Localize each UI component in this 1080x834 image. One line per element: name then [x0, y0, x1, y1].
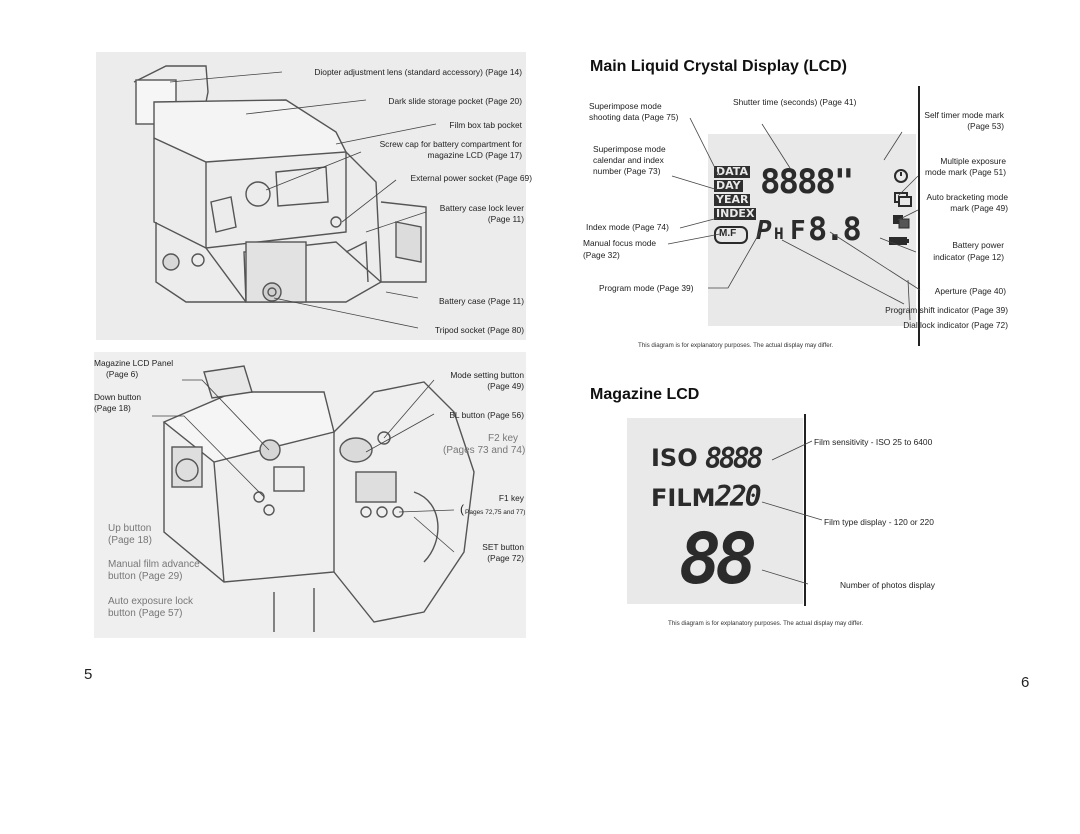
label-superimpose-shooting-2: shooting data (Page 75) [589, 112, 679, 122]
label-multiple-exposure-1: Multiple exposure [940, 156, 1006, 166]
label-shutter-time: Shutter time (seconds) (Page 41) [733, 97, 857, 107]
photo-label-up-button: Up button [108, 523, 152, 534]
label-f1-key: F1 key [498, 493, 524, 503]
lcd-shift-mark: H [774, 224, 784, 243]
photo-label-up-page: (Page 18) [108, 535, 152, 546]
photo-label-f2-key: F2 key [488, 433, 519, 444]
label-film-box-tab-pocket: Film box tab pocket [449, 120, 522, 130]
camera-top-drawing [133, 65, 427, 303]
lcd-tag-year: YEAR [714, 193, 751, 206]
magazine-iso-digits: 8888 [705, 442, 763, 475]
label-number-of-photos: Number of photos display [840, 580, 935, 590]
label-battery-power-1: Battery power [952, 240, 1004, 250]
magazine-iso-label: ISO [651, 444, 698, 472]
lcd-f-mark: F [790, 216, 806, 246]
label-battery-lock-lever-1: Battery case lock lever [439, 203, 524, 213]
label-screw-cap-1: Screw cap for battery compartment for [379, 139, 522, 149]
label-battery-power-2: indicator (Page 12) [933, 252, 1004, 262]
label-superimpose-cal-3: number (Page 73) [593, 166, 661, 176]
camera-top-leaders [169, 71, 437, 329]
main-lcd-note: This diagram is for explanatory purposes… [638, 342, 834, 349]
photo-label-manual-advance-page: button (Page 29) [108, 571, 183, 582]
photo-label-f2-pages: (Pages 73 and 74) [443, 445, 526, 456]
label-manual-focus-2: (Page 32) [583, 250, 620, 260]
label-set-button-2: (Page 72) [487, 553, 524, 563]
label-multiple-exposure-2: mode mark (Page 51) [925, 167, 1006, 177]
label-diopter-lens: Diopter adjustment lens (standard access… [314, 67, 522, 77]
battery-icon [889, 237, 909, 245]
label-f1-key-paren: ( [460, 502, 464, 516]
magazine-lcd-note: This diagram is for explanatory purposes… [668, 620, 864, 627]
lcd-program-mark: P [756, 216, 772, 246]
label-battery-lock-lever-2: (Page 11) [487, 214, 524, 224]
page-number-left: 5 [84, 666, 93, 683]
lcd-tag-data: DATA [714, 165, 750, 178]
self-timer-icon [894, 169, 908, 183]
label-tripod-socket: Tripod socket (Page 80) [434, 325, 524, 335]
label-index-mode: Index mode (Page 74) [586, 222, 669, 232]
label-down-button-2: (Page 18) [94, 403, 131, 413]
magazine-count-digits: 88 [679, 518, 757, 600]
photo-label-ae-lock-page: button (Page 57) [108, 608, 183, 619]
label-mode-setting-button-2: (Page 49) [487, 381, 524, 391]
label-superimpose-cal-2: calendar and index [593, 155, 664, 165]
label-set-button-1: SET button [482, 542, 524, 552]
label-program-mode: Program mode (Page 39) [599, 283, 694, 293]
label-film-type: Film type display - 120 or 220 [824, 517, 934, 527]
label-magazine-lcd-panel-2: (Page 6) [106, 369, 139, 379]
magazine-film-label: FILM [651, 484, 716, 512]
label-auto-bracketing-1: Auto bracketing mode [926, 192, 1008, 202]
photo-label-ae-lock: Auto exposure lock [108, 596, 194, 607]
label-screw-cap-2: magazine LCD (Page 17) [427, 150, 522, 160]
main-lcd-divider [918, 86, 920, 346]
camera-top-illustration [96, 52, 526, 340]
label-program-shift: Program shift indicator (Page 39) [885, 305, 1008, 315]
camera-rear-drawing [162, 365, 475, 632]
label-f1-key-pages: Pages 72,75 and 77) [465, 509, 526, 516]
label-battery-case: Battery case (Page 11) [438, 296, 524, 306]
label-self-timer-2: (Page 53) [967, 121, 1004, 131]
page-number-right: 6 [1021, 674, 1030, 691]
lcd-tag-day: DAY [714, 179, 743, 192]
lcd-mf-text: M.F [719, 228, 737, 239]
magazine-lcd-title: Magazine LCD [590, 386, 700, 403]
lcd-aperture-digits: 8.8 [808, 210, 862, 248]
label-aperture: Aperture (Page 40) [934, 286, 1006, 296]
magazine-film-digits: 220 [715, 480, 762, 513]
main-lcd-panel: DATA DAY YEAR INDEX 8888" M.F P H F 8.8 [708, 134, 916, 326]
camera-rear-illustration [94, 352, 526, 638]
label-auto-bracketing-2: mark (Page 49) [950, 203, 1008, 213]
label-bl-button: BL button (Page 56) [449, 410, 524, 420]
auto-bracketing-icon [893, 215, 910, 229]
photo-label-manual-advance: Manual film advance [108, 559, 200, 570]
label-dial-lock: Dial lock indicator (Page 72) [903, 320, 1008, 330]
label-mode-setting-button-1: Mode setting button [450, 370, 524, 380]
label-magazine-lcd-panel-1: Magazine LCD Panel [94, 358, 174, 368]
main-lcd-title: Main Liquid Crystal Display (LCD) [590, 58, 847, 75]
label-manual-focus-1: Manual focus mode [583, 238, 657, 248]
label-self-timer-1: Self timer mode mark [924, 110, 1004, 120]
label-superimpose-cal-1: Superimpose mode [593, 144, 666, 154]
magazine-lcd-panel: ISO 8888 FILM 220 88 [627, 418, 803, 604]
magazine-lcd-divider [804, 414, 806, 606]
label-film-sensitivity: Film sensitivity - ISO 25 to 6400 [814, 437, 933, 447]
lcd-shutter-digits: 8888" [760, 162, 854, 202]
lcd-tag-index: INDEX [714, 207, 757, 220]
camera-rear-leaders [152, 379, 455, 553]
label-down-button-1: Down button [94, 392, 142, 402]
label-external-power-socket: External power socket (Page 69) [410, 173, 533, 183]
label-superimpose-shooting-1: Superimpose mode [589, 101, 662, 111]
label-dark-slide-pocket: Dark slide storage pocket (Page 20) [388, 96, 522, 106]
